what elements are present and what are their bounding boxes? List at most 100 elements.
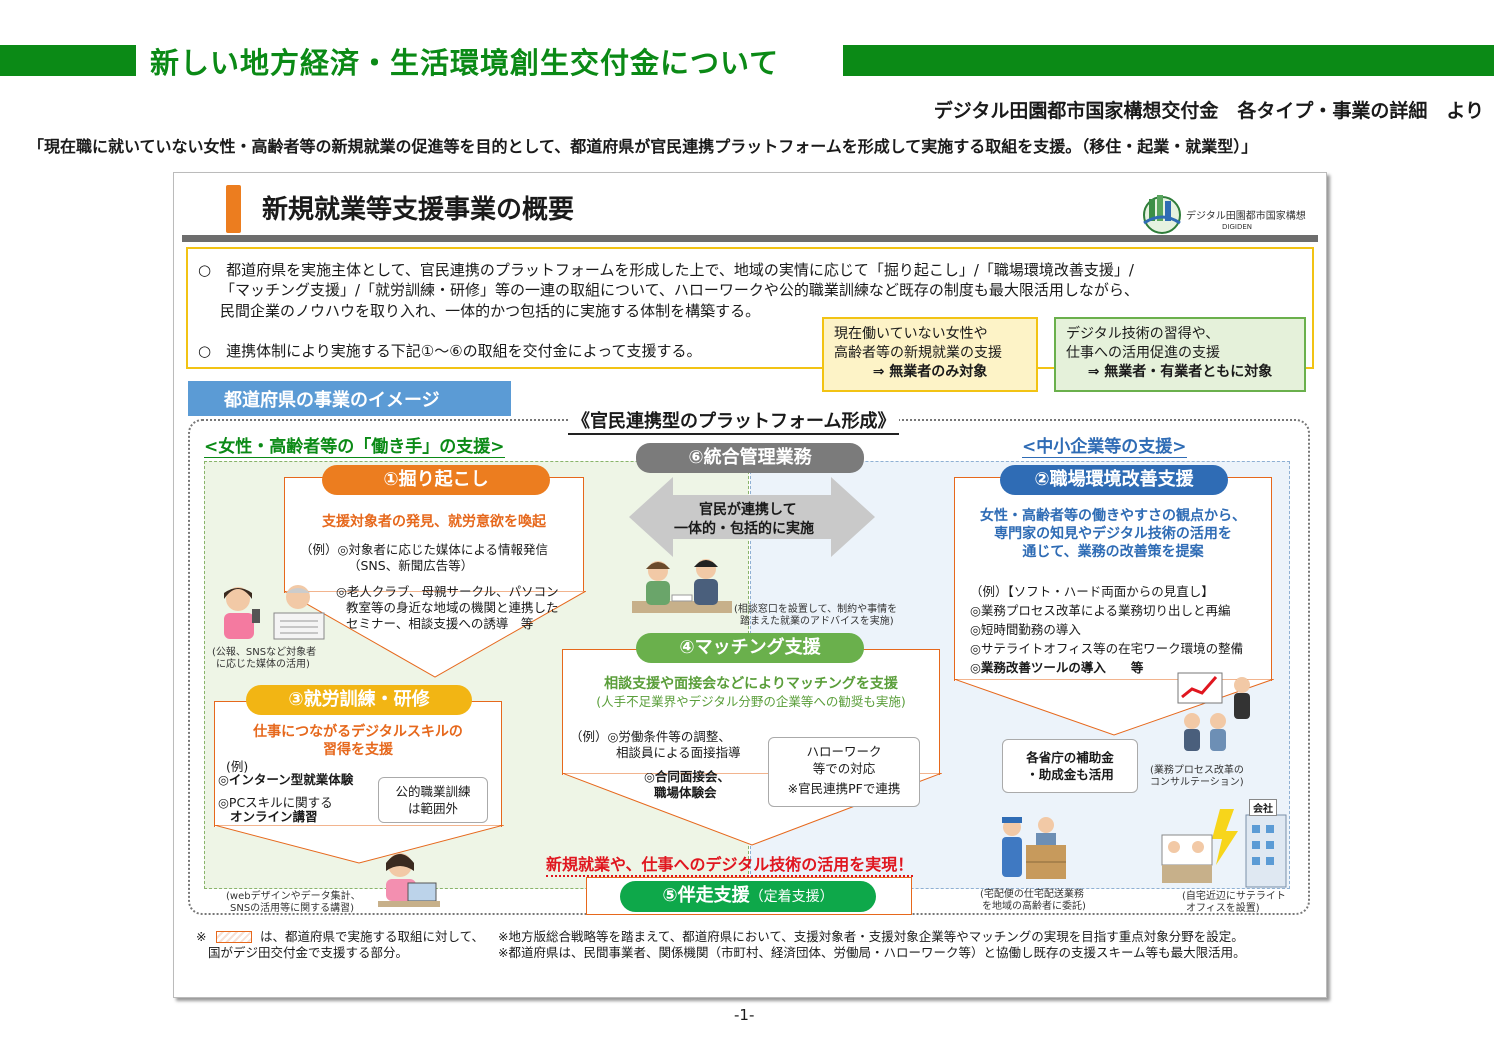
task4-example-2a: ◎合同面接会、 (644, 769, 730, 784)
task3-item-2a: ◎PCスキルに関する (218, 795, 333, 810)
task2-subtitle-2: 専門家の知見やデジタル技術の活用を (994, 526, 1232, 542)
task6-label: ⑥統合管理業務 (636, 443, 864, 473)
public-training-line2: は範囲外 (407, 801, 458, 816)
task2-caption-1: (業務プロセス改革の (1150, 765, 1244, 776)
page-title: 新しい地方経済・生活環境創生交付金について (150, 46, 780, 80)
task2-item-3: ◎サテライトオフィス等の在宅ワーク環境の整備 (970, 641, 1244, 656)
task1-box (284, 477, 584, 593)
task3-subtitle-2: 習得を支援 (323, 742, 393, 758)
callout-unemployed-target: ⇒ 無業者のみ対象 (872, 364, 988, 380)
callout-unemployed-line2: 高齢者等の新規就業の支援 (834, 345, 1002, 361)
arrow-text-2: 一体的・包括的に実施 (674, 521, 814, 537)
task2-item-4: ◎業務改善ツールの導入 等 (970, 660, 1144, 675)
footnote-left-2: 国がデジ田交付金で支援する部分。 (208, 945, 409, 960)
intro-line-3: 民間企業のノウハウを取り入れ、一体的かつ包括的に実施する体制を構築する。 (220, 302, 761, 320)
subsidy-line2: ・助成金も活用 (1026, 767, 1114, 782)
task3-caption-1: (webデザインやデータ集計、 (226, 891, 361, 902)
task2-label: ②職場環境改善支援 (1000, 465, 1228, 495)
company-support-title: <中小企業等の支援> (1022, 432, 1187, 458)
title-bar-right (843, 45, 1494, 76)
task5-title: ⑤伴走支援 (662, 885, 750, 906)
double-arrow-icon (629, 477, 875, 557)
task3-caption-2: SNSの活用等に関する講習) (230, 903, 355, 914)
footnote-swatch (216, 931, 252, 943)
task1-example-1a: （例）◎対象者に応じた媒体による情報発信 (300, 542, 549, 557)
task1-example-1b: （SNS、新聞広告等） (348, 558, 474, 573)
task2-subtitle-1: 女性・高齢者等の働きやすさの観点から、 (980, 508, 1246, 524)
company-sign: 会社 (1249, 799, 1277, 816)
task4-subtitle-2: (人手不足業界やデジタル分野の企業等への勧奨も実施) (596, 694, 906, 709)
logo-text: デジタル田園都市国家構想 (1186, 211, 1306, 222)
footnote-right-1: ※地方版総合戦略等を踏まえて、都道府県において、支援対象者・支援対象企業等やマッ… (498, 929, 1244, 944)
task1-box-point (284, 591, 586, 678)
slide-title: 新規就業等支援事業の概要 (262, 195, 575, 225)
task2-caption-3: (宅配便の仕宅配送業務 (980, 889, 1084, 900)
callout-unemployed: 現在働いていない女性や 高齢者等の新規就業の支援 ⇒ 無業者のみ対象 (822, 317, 1038, 392)
public-training-line1: 公的職業訓練 (395, 784, 471, 799)
task2-example: （例）【ソフト・ハード両面からの見直し】 (970, 584, 1214, 599)
intro-line-1: ○ 都道府県を実施主体として、官民連携のプラットフォームを形成した上で、地域の実… (198, 261, 1134, 279)
page-number: -1- (734, 1006, 755, 1024)
consultation-people-icon (632, 559, 732, 613)
business-meeting-icon (1177, 672, 1250, 751)
footnote-right-2: ※都道府県は、民間事業者、関係機関（市町村、経済団体、労働局・ハローワーク等）と… (498, 945, 1246, 960)
slide-panel: 新規就業等支援事業の概要 デジタル田園都市国家構想 DIGIDEN ○ 都道府県… (173, 172, 1327, 998)
task1-caption-1: (公報、SNSなど対象者 (212, 647, 317, 658)
subsidy-line1: 各省庁の補助金 (1026, 750, 1114, 765)
task2-subtitle-3: 通じて、業務の改善策を提案 (1022, 544, 1204, 560)
task2-item-2: ◎短時間勤務の導入 (970, 622, 1081, 637)
task2-caption-5: (自宅近辺にサテライト (1182, 891, 1286, 902)
satellite-office-icon (1161, 809, 1287, 888)
source-line: デジタル田園都市国家構想交付金 各タイプ・事業の詳細 より (933, 100, 1484, 122)
task2-caption-4: を地域の高齢者に委託) (982, 901, 1086, 912)
callout-all-target: ⇒ 無業者・有業者ともに対象 (1087, 364, 1273, 380)
task2-caption-2: コンサルテーション) (1150, 777, 1244, 788)
hellowork-line1: ハローワーク (806, 744, 882, 759)
arrow-text-1: 官民が連携して (699, 502, 797, 518)
public-training-box: 公的職業訓練 は範囲外 (378, 777, 488, 823)
callout-all: デジタル技術の習得や、 仕事への活用促進の支援 ⇒ 無業者・有業者ともに対象 (1054, 317, 1306, 392)
intro-line-2: 「マッチング支援」/「就労訓練・研修」等の一連の取組について、ハローワークや公的… (220, 281, 1139, 299)
task3-item-1: ◎インターン型就業体験 (218, 772, 354, 787)
elderly-newspaper-icon (273, 585, 325, 640)
task6-caption-1: (相談窓口を設置して、制約や事情を (734, 604, 898, 615)
purpose-quote: 「現在職に就いていない女性・高齢者等の新規就業の促進等を目的として、都道府県が官… (28, 137, 1258, 156)
worker-support-title: <女性・高齢者等の「働き手」の支援> (204, 432, 505, 458)
task3-subtitle-1: 仕事につながるデジタルスキルの (253, 724, 463, 740)
prefecture-image-header: 都道府県の事業のイメージ (188, 381, 511, 416)
task5-label: ⑤伴走支援（定着支援） (620, 881, 876, 912)
woman-laptop-icon (378, 853, 440, 907)
logo-subtext: DIGIDEN (1222, 223, 1252, 231)
title-bar-left (0, 45, 136, 76)
task6-caption-2: 踏まえた就業のアドバイスを実施) (740, 616, 894, 627)
subsidy-box: 各省庁の補助金 ・助成金も活用 (1002, 739, 1138, 793)
digiden-logo-icon (1143, 195, 1181, 234)
callout-all-line2: 仕事への活用促進の支援 (1066, 345, 1220, 361)
hellowork-line2: 等での対応 (812, 761, 876, 776)
callout-unemployed-line1: 現在働いていない女性や (834, 326, 988, 342)
title-accent (226, 185, 241, 233)
task3-box-point (214, 825, 504, 864)
task1-example-2a: ◎老人クラブ、母親サークル、パソコン (336, 584, 559, 599)
task2-item-1: ◎業務プロセス改革による業務切り出しと再編 (970, 603, 1231, 618)
task5-subtitle: （定着支援） (749, 889, 834, 905)
task1-caption-2: に応じた媒体の活用) (216, 659, 310, 670)
task4-example-2b: 職場体験会 (654, 785, 717, 800)
task1-subtitle: 支援対象者の発見、就労意欲を喚起 (322, 514, 546, 530)
task4-example-1b: 相談員による面接指導 (616, 745, 741, 760)
achievement-headline: 新規就業や、仕事へのデジタル技術の活用を実現！ (546, 851, 914, 877)
woman-smartphone-icon (224, 587, 260, 639)
footnote-left-1: は、都道府県で実施する取組に対して、 (260, 929, 485, 944)
intro-line-4: ○ 連携体制により実施する下記①～⑥の取組を交付金によって支援する。 (198, 342, 702, 360)
footnote-mark: ※ (196, 929, 207, 944)
title-rule (182, 235, 1318, 242)
platform-title: 《官民連携型のプラットフォーム形成》 (568, 407, 900, 435)
task3-example: (例) (226, 759, 249, 774)
task4-example-1a: （例）◎労働条件等の調整、 (570, 729, 731, 744)
task1-label: ①掘り起こし (322, 465, 550, 495)
callout-all-line1: デジタル技術の習得や、 (1066, 326, 1220, 342)
task1-example-2c: セミナー、相談支援への誘導 等 (346, 616, 534, 631)
delivery-workers-icon (1002, 817, 1066, 879)
task2-caption-6: オフィスを設置) (1186, 903, 1260, 914)
hellowork-box: ハローワーク 等での対応 ※官民連携PFで連携 (768, 737, 920, 807)
